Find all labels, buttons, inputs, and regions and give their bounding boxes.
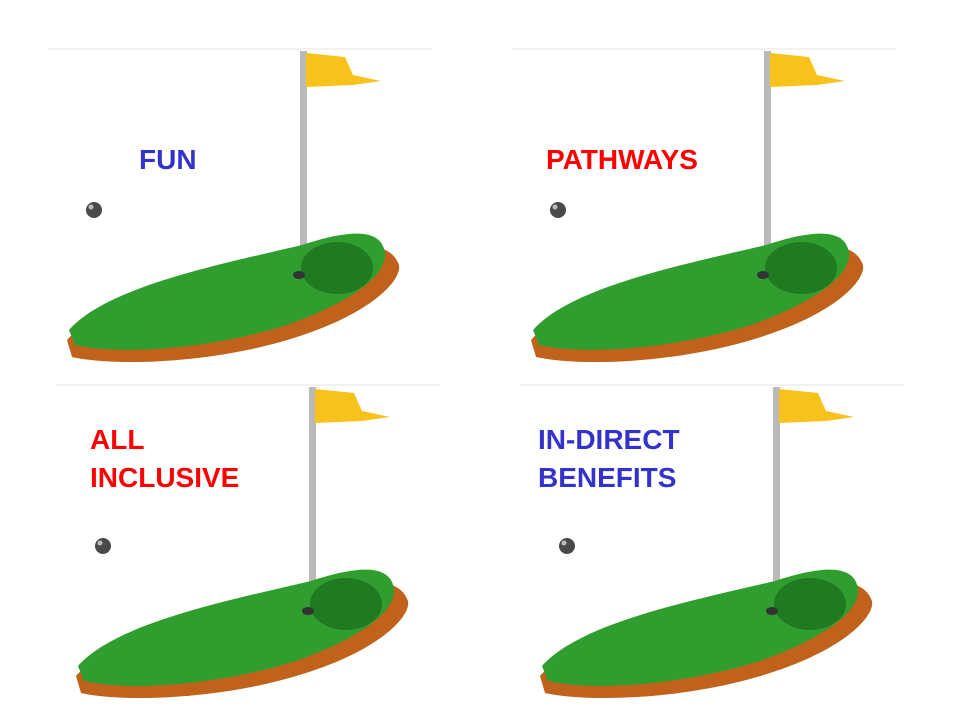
panel-label: PATHWAYS <box>546 141 698 179</box>
panel-label-line-2: BENEFITS <box>538 462 677 493</box>
panel-label-line-1: ALL <box>90 424 145 455</box>
golf-green-illustration <box>47 48 432 363</box>
panel-label-line-1: FUN <box>139 144 197 175</box>
panel-label-line-1: IN-DIRECT <box>538 424 680 455</box>
golf-green-illustration <box>56 384 441 699</box>
panel-in-direct-benefits: IN-DIRECT BENEFITS <box>520 381 920 711</box>
panel-fun: FUN <box>47 45 447 375</box>
golf-green-illustration <box>520 384 905 699</box>
panel-label: FUN <box>139 141 197 179</box>
panel-pathways: PATHWAYS <box>511 45 911 375</box>
panel-label: ALL INCLUSIVE <box>90 421 239 497</box>
panel-label-line-2: INCLUSIVE <box>90 462 240 493</box>
panel-label: IN-DIRECT BENEFITS <box>538 421 680 497</box>
golf-green-illustration <box>511 48 896 363</box>
panel-label-line-1: PATHWAYS <box>546 144 698 175</box>
panel-all-inclusive: ALL INCLUSIVE <box>56 381 456 711</box>
